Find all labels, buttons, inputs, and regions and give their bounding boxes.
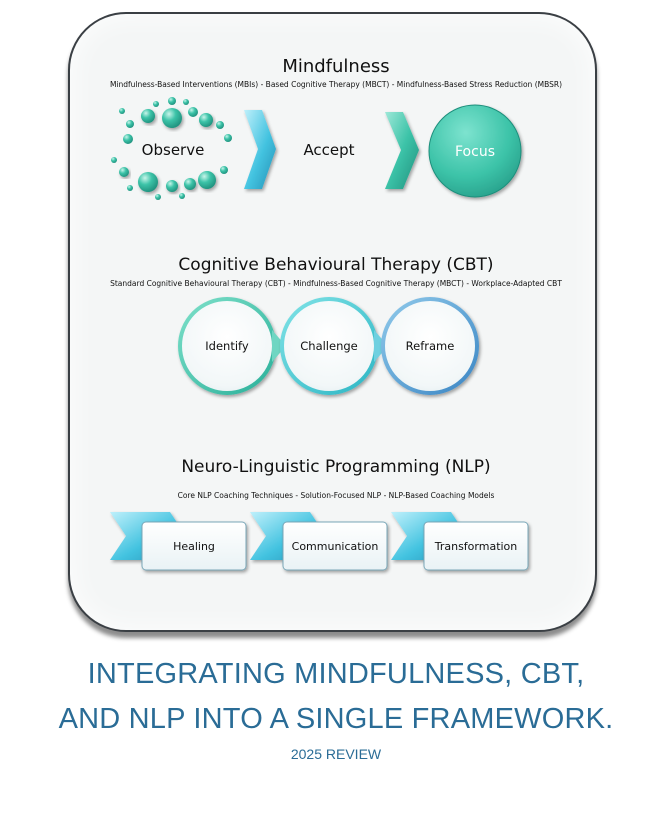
nlp-subtitle: Core NLP Coaching Techniques - Solution-…: [177, 491, 495, 500]
cbt-subtitle: Standard Cognitive Behavioural Therapy (…: [110, 279, 562, 288]
mindfulness-title: Mindfulness: [282, 56, 390, 77]
footer-tagline: 2025 REVIEW: [290, 746, 382, 762]
diagram-panel: [68, 12, 597, 632]
footer-heading-line1: INTEGRATING MINDFULNESS, CBT,: [87, 658, 585, 690]
cbt-title: Cognitive Behavioural Therapy (CBT): [178, 255, 494, 275]
mindfulness-subtitle: Mindfulness-Based Interventions (MBIs) -…: [109, 80, 563, 89]
footer-heading-line2: AND NLP INTO A SINGLE FRAMEWORK.: [58, 703, 614, 735]
nlp-title: Neuro-Linguistic Programming (NLP): [181, 457, 491, 477]
